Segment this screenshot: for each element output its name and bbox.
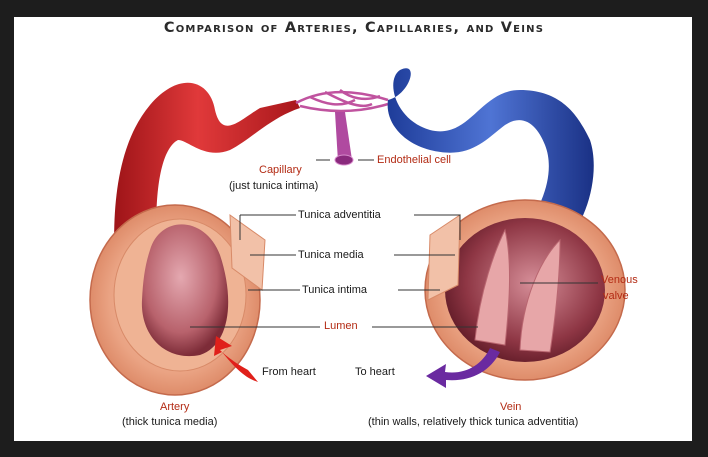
venous-valve-label-line1: Venous bbox=[601, 274, 638, 286]
capillary-tube bbox=[335, 112, 352, 162]
artery-label: Artery bbox=[160, 401, 189, 413]
diagram-title: Comparison of Arteries, Capillaries, and… bbox=[0, 20, 708, 36]
capillary-bed bbox=[296, 90, 388, 111]
lumen-label: Lumen bbox=[324, 320, 358, 332]
to-heart-label: To heart bbox=[355, 366, 395, 378]
capillary-label: Capillary bbox=[259, 164, 302, 176]
tunica-media-label: Tunica media bbox=[298, 249, 364, 261]
tunica-adventitia-label: Tunica adventitia bbox=[298, 209, 381, 221]
capillary-note: (just tunica intima) bbox=[229, 180, 318, 192]
vein-note: (thin walls, relatively thick tunica adv… bbox=[368, 416, 578, 428]
from-heart-label: From heart bbox=[262, 366, 316, 378]
artery-note: (thick tunica media) bbox=[122, 416, 217, 428]
vein-label: Vein bbox=[500, 401, 521, 413]
capillary-opening bbox=[335, 155, 353, 165]
venous-valve-label-line2: valve bbox=[603, 290, 629, 302]
tunica-intima-label: Tunica intima bbox=[302, 284, 367, 296]
endothelial-cell-label: Endothelial cell bbox=[377, 154, 451, 166]
